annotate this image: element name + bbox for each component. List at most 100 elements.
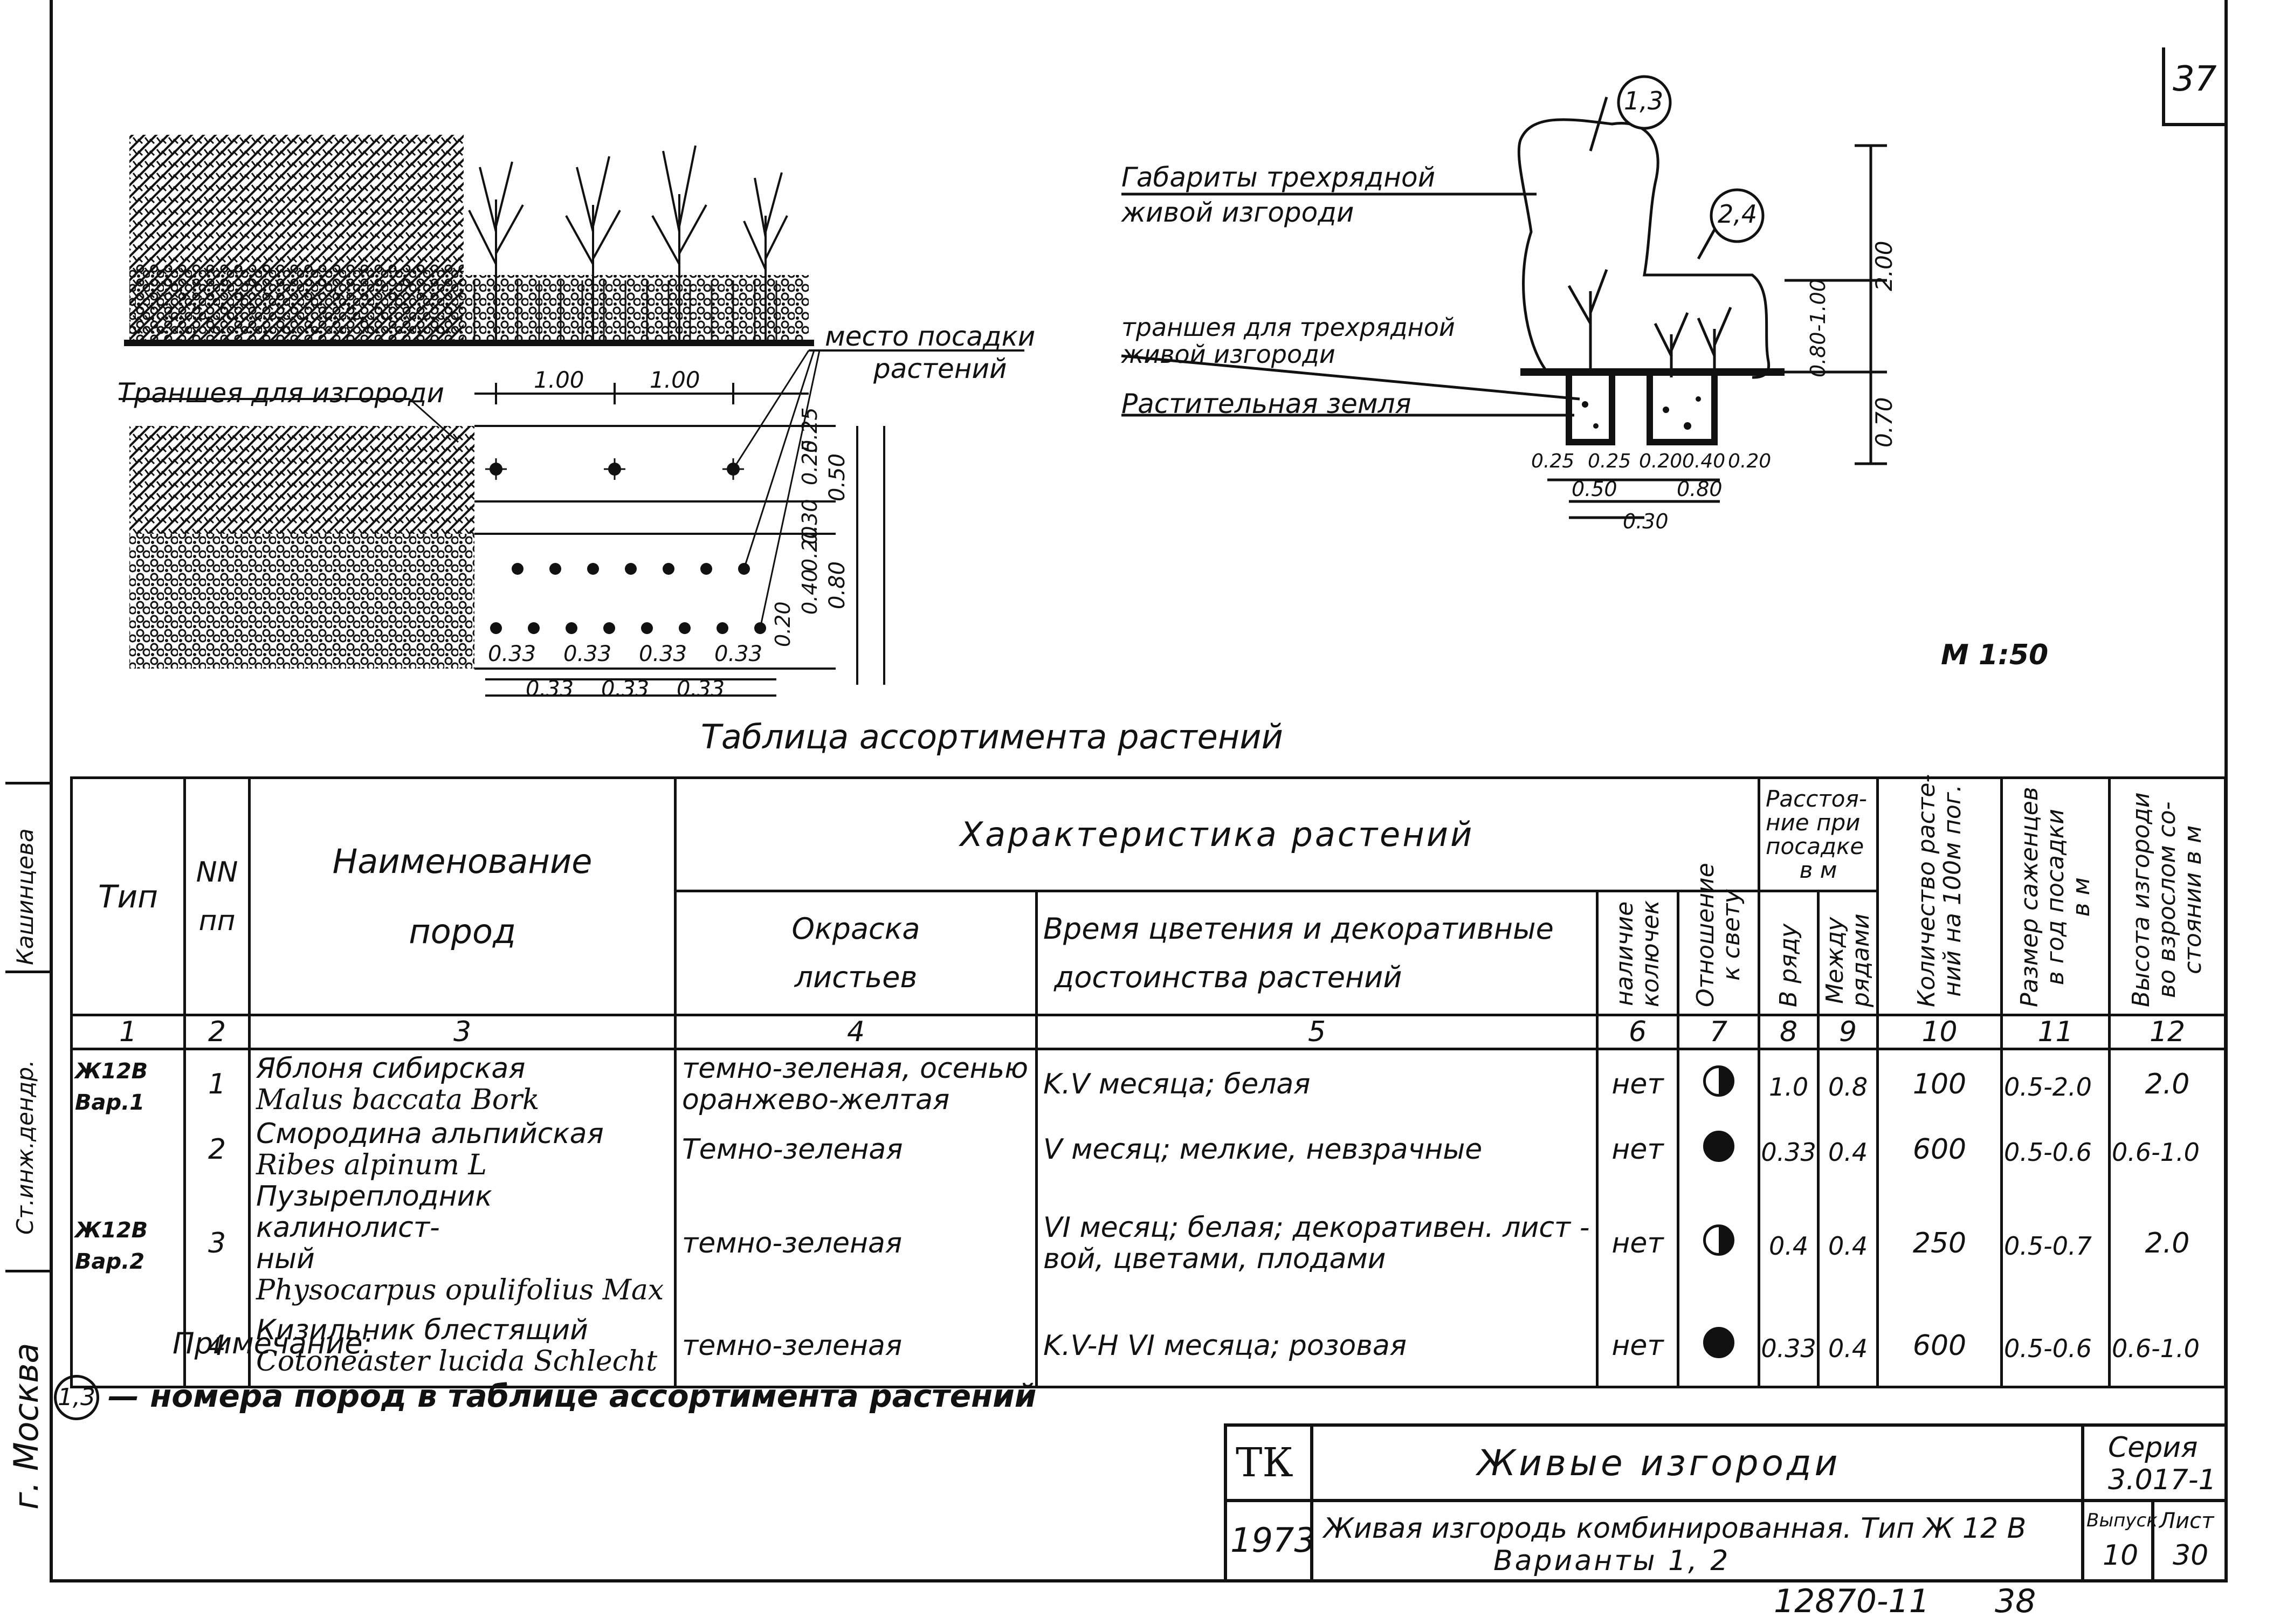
title-issue-value: 10 bbox=[2103, 1539, 2139, 1572]
col-num: 6 bbox=[1596, 1014, 1679, 1050]
section-dim-b3: 0.20 bbox=[1639, 450, 1683, 472]
col-num: 11 bbox=[2000, 1014, 2111, 1050]
plan-dim-bottom-2: 0.33 bbox=[563, 642, 612, 666]
title-main: Живые изгороди bbox=[1477, 1442, 1841, 1484]
plan-trench-label: Траншея для изгороди bbox=[118, 377, 444, 409]
header-in-row: В ряду bbox=[1758, 890, 1820, 1016]
section-dim-b7: 0.80 bbox=[1677, 477, 1723, 501]
cell-size: 0.5-0.6 bbox=[2000, 1306, 2111, 1388]
cell-light bbox=[1676, 1306, 1761, 1388]
trench-right bbox=[1647, 375, 1718, 445]
header-size-3: в м bbox=[2067, 877, 2095, 917]
plan-dim-right-5: 0.20 bbox=[798, 526, 822, 572]
note-text: — номера пород в таблице ассортимента ра… bbox=[108, 1378, 1037, 1414]
plan-dim-bottom-1: 0.33 bbox=[488, 642, 536, 666]
left-label-engineer: Ст.инж.дендр. bbox=[12, 1059, 38, 1235]
header-light-2: к свету bbox=[1717, 889, 1745, 981]
plan-hedge-1 bbox=[129, 426, 474, 534]
table-row: 4 Кизильник блестящий Cotoneaster lucida… bbox=[70, 1306, 2227, 1388]
left-label-name: Кашинцева bbox=[12, 828, 38, 965]
cell-bloom-1: VI месяц; белая; декоративен. лист - bbox=[1043, 1212, 1590, 1244]
sheet-number: 37 bbox=[2173, 59, 2217, 99]
cell-light bbox=[1676, 1181, 1761, 1306]
cell-nn: 2 bbox=[183, 1118, 251, 1181]
note-circle: 1,3 bbox=[54, 1375, 99, 1420]
column-numbers-row: 1 2 3 4 5 6 7 8 9 10 11 12 bbox=[70, 1014, 2227, 1050]
header-bloom-2: достоинства растений bbox=[1054, 960, 1402, 994]
col-num: 8 bbox=[1758, 1014, 1820, 1050]
plan-planting-label-2: растений bbox=[873, 353, 1007, 384]
col-num: 1 bbox=[70, 1014, 186, 1050]
elevation-low-hedge bbox=[464, 275, 809, 340]
cell-bloom: V месяц; мелкие, невзрачные bbox=[1035, 1118, 1599, 1181]
title-org: ТК bbox=[1236, 1440, 1293, 1486]
cell-height: 0.6-1.0 bbox=[2108, 1306, 2227, 1388]
plan-hedge-2 bbox=[129, 534, 474, 669]
header-char: Характеристика растений bbox=[673, 776, 1761, 892]
cell-color: темно-зеленая, осенью оранжево-желтая bbox=[674, 1049, 1038, 1118]
note-heading: Примечание: bbox=[173, 1326, 373, 1360]
header-between-1: Между bbox=[1821, 917, 1849, 1004]
header-name-2: пород bbox=[409, 911, 516, 951]
cell-between: 0.8 bbox=[1817, 1049, 1879, 1118]
cell-name: Яблоня сибирская Malus baccata Bork bbox=[248, 1049, 677, 1118]
crown-outline bbox=[1517, 118, 1771, 379]
col-num: 2 bbox=[183, 1014, 251, 1050]
col-num: 3 bbox=[248, 1014, 677, 1050]
plan-marks bbox=[490, 463, 766, 634]
cell-color: темно-зеленая bbox=[674, 1306, 1038, 1388]
header-nn-1: NN bbox=[196, 856, 238, 889]
plan-planting-label-1: место посадки bbox=[825, 321, 1036, 352]
section-dim-b1: 0.25 bbox=[1531, 450, 1575, 472]
section-dim-v3: 0.70 bbox=[1871, 397, 1897, 448]
header-distance: Расстоя- ние при посадке в м bbox=[1758, 776, 1879, 892]
header-light-1: Отношение bbox=[1691, 863, 1719, 1007]
shade-icon bbox=[1703, 1131, 1734, 1162]
cell-in-row: 1.0 bbox=[1758, 1049, 1820, 1118]
plan-dim-right-7: 0.20 bbox=[771, 601, 795, 647]
title-subtitle-2: Варианты 1, 2 bbox=[1493, 1545, 1731, 1577]
cell-qty: 600 bbox=[1876, 1118, 2003, 1181]
cell-size: 0.5-0.7 bbox=[2000, 1181, 2111, 1306]
title-block: ТК 1973 Живые изгороди Живая изгородь ко… bbox=[1224, 1423, 2228, 1582]
cell-color-2: оранжево-желтая bbox=[682, 1084, 950, 1116]
cell-in-row: 0.33 bbox=[1758, 1306, 1820, 1388]
cell-nn: 1 bbox=[183, 1049, 251, 1118]
cell-size: 0.5-0.6 bbox=[2000, 1118, 2111, 1181]
cell-type: Ж12В Вар.2 bbox=[70, 1181, 186, 1306]
title-sheet-label: Лист bbox=[2159, 1509, 2214, 1533]
cell-name-ru: Яблоня сибирская bbox=[256, 1052, 526, 1085]
plan-crosses bbox=[409, 350, 821, 629]
cell-thorns: нет bbox=[1596, 1181, 1679, 1306]
header-size-2: в год посадки bbox=[2041, 809, 2069, 986]
header-height-1: Высота изгороди bbox=[2127, 792, 2155, 1007]
section-dim-b4: 0.40 bbox=[1682, 450, 1726, 472]
note-circle-text: 1,3 bbox=[58, 1384, 95, 1411]
title-series-label: Серия bbox=[2108, 1432, 2198, 1464]
left-margin-divider bbox=[5, 971, 50, 973]
half-shade-icon bbox=[1703, 1224, 1734, 1256]
plan-dim-bottom-4: 0.33 bbox=[714, 642, 763, 666]
cell-thorns: нет bbox=[1596, 1306, 1679, 1388]
cell-name: Пузыреплодник калинолист- ный Physocarpu… bbox=[248, 1181, 677, 1306]
stems bbox=[1567, 269, 1732, 377]
section-label-trench-1: траншея для трехрядной bbox=[1121, 313, 1455, 342]
header-distance-2: ние при bbox=[1766, 809, 1861, 836]
section-label-gabarit-1: Габариты трехрядной bbox=[1121, 162, 1436, 193]
plan-dim-right-2: 0.25 bbox=[798, 407, 822, 453]
trench-left bbox=[1566, 375, 1615, 445]
cell-height: 0.6-1.0 bbox=[2108, 1118, 2227, 1181]
cell-bloom: K.V-H VI месяца; розовая bbox=[1035, 1306, 1599, 1388]
header-thorns-2: колючек bbox=[1636, 900, 1664, 1007]
elevation-stems bbox=[473, 280, 777, 340]
table-row: Ж12В Вар.2 3 Пузыреплодник калинолист- н… bbox=[70, 1181, 2227, 1306]
cell-name-ru-2: ный bbox=[256, 1243, 315, 1275]
cell-in-row: 0.4 bbox=[1758, 1181, 1820, 1306]
cell-bloom: K.V месяца; белая bbox=[1035, 1049, 1599, 1118]
table-title: Таблица ассортимента растений bbox=[701, 717, 1283, 756]
header-name: Наименование пород bbox=[248, 776, 677, 1016]
title-subtitle-1: Живая изгородь комбинированная. Тип Ж 12… bbox=[1324, 1512, 2027, 1545]
title-sheet-value: 30 bbox=[2173, 1539, 2209, 1572]
elevation-shrubs bbox=[129, 264, 464, 340]
section-label-gabarit-2: живой изгороди bbox=[1121, 197, 1354, 228]
